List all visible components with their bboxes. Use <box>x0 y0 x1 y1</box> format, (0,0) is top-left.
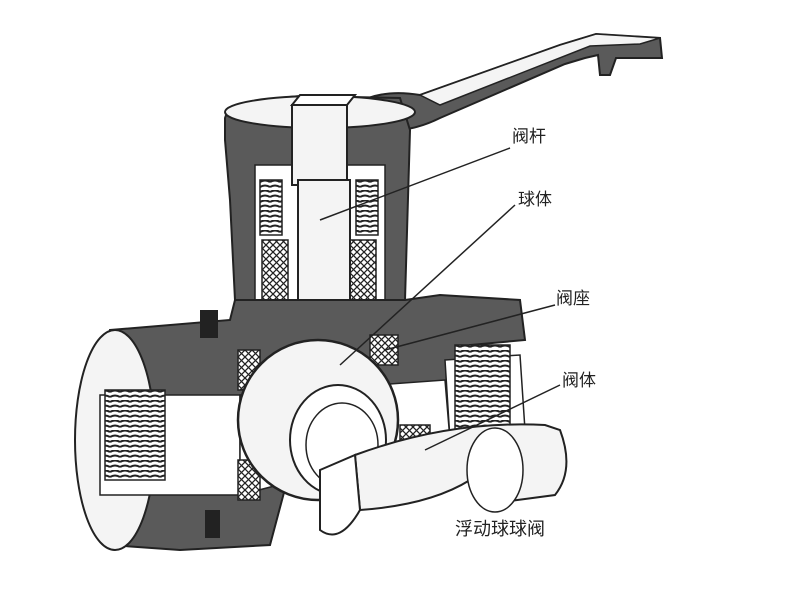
diagram-caption: 浮动球球阀 <box>455 519 545 540</box>
gland-thread-right <box>355 179 379 236</box>
packing-right <box>349 239 377 301</box>
label-stem: 阀杆 <box>512 127 546 147</box>
label-ball: 球体 <box>518 190 552 210</box>
leader-stem <box>319 147 511 221</box>
label-seat: 阀座 <box>556 289 590 309</box>
gland-thread-left <box>259 179 283 236</box>
packing-left <box>261 239 289 301</box>
leader-seat <box>384 304 556 351</box>
leader-lines <box>319 147 561 451</box>
leader-body <box>424 384 561 451</box>
label-body: 阀体 <box>562 371 596 391</box>
leader-ball <box>339 204 516 366</box>
body-cutaway <box>319 423 568 536</box>
